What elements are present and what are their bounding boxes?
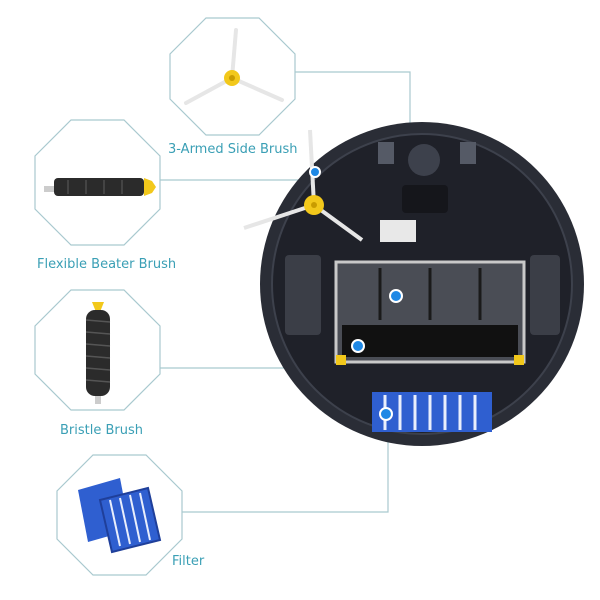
bristle-brush-image bbox=[85, 302, 111, 404]
beater-brush-image bbox=[44, 178, 156, 196]
connector-filter bbox=[182, 430, 389, 513]
marker-beater-brush bbox=[389, 289, 403, 303]
label-side-brush: 3-Armed Side Brush bbox=[168, 142, 298, 157]
marker-filter bbox=[379, 407, 393, 421]
marker-bristle-brush bbox=[351, 339, 365, 353]
connector-side-brush bbox=[295, 71, 411, 130]
label-filter: Filter bbox=[172, 554, 205, 569]
label-bristle-brush: Bristle Brush bbox=[60, 423, 144, 438]
filter-image bbox=[78, 478, 162, 554]
side-brush-image bbox=[184, 28, 284, 105]
robot-vacuum-image bbox=[243, 122, 584, 446]
label-beater-brush: Flexible Beater Brush bbox=[37, 257, 177, 272]
marker-side-brush bbox=[309, 166, 321, 178]
